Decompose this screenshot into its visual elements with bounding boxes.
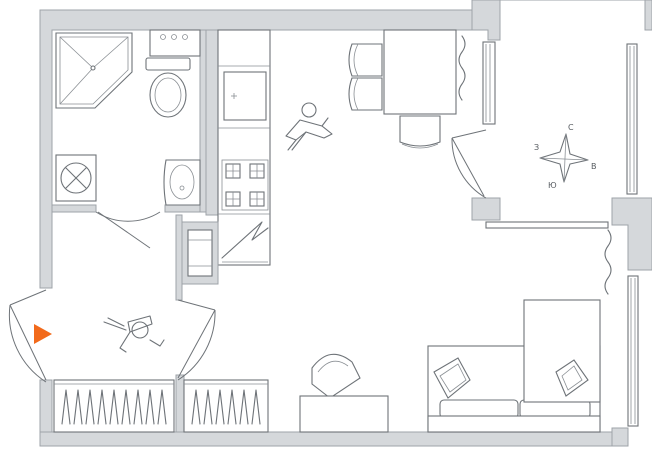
curtain-living bbox=[604, 229, 612, 295]
right-wall-bottom bbox=[611, 427, 629, 447]
outer-wall-bottom bbox=[39, 431, 613, 447]
outer-wall-left-bottom bbox=[39, 379, 53, 433]
chair-3 bbox=[399, 115, 441, 149]
compass-south: Ю bbox=[548, 181, 557, 190]
wardrobe-right bbox=[183, 379, 269, 433]
kitchen-sink bbox=[223, 71, 267, 121]
compass-east: В bbox=[591, 162, 597, 171]
cooktop bbox=[221, 159, 269, 211]
balcony-wall-divider bbox=[471, 197, 501, 221]
window-balcony-right bbox=[626, 43, 638, 195]
window-living-right bbox=[627, 275, 639, 427]
toilet bbox=[145, 57, 191, 118]
wardrobe-divider bbox=[175, 374, 185, 433]
chair-1 bbox=[348, 43, 383, 77]
walls bbox=[39, 0, 652, 447]
window-balcony-left bbox=[482, 41, 496, 125]
closet-wall bbox=[175, 214, 183, 301]
cushion-left bbox=[433, 357, 471, 399]
curtain-balcony bbox=[458, 35, 466, 101]
compass-north: С bbox=[568, 123, 574, 132]
bathroom-sink bbox=[149, 29, 201, 57]
shower-tray bbox=[55, 32, 133, 109]
bathroom-door bbox=[95, 211, 161, 249]
wash-basin bbox=[163, 159, 201, 206]
entrance-door-right bbox=[177, 299, 216, 379]
entrance bbox=[8, 289, 216, 383]
balcony-wall bbox=[472, 0, 652, 31]
bathroom-vertical-wall bbox=[199, 29, 207, 213]
dining-area bbox=[348, 29, 457, 149]
compass-west: З bbox=[534, 143, 539, 152]
dining-table bbox=[383, 29, 457, 115]
kitchen-counter bbox=[217, 29, 271, 266]
balcony-wall-lower bbox=[611, 197, 652, 271]
wardrobe-left bbox=[53, 379, 175, 433]
entry-arrow-icon bbox=[34, 324, 52, 344]
fridge-hatch bbox=[221, 221, 269, 259]
compass-rose-icon: С В Ю З bbox=[534, 123, 597, 190]
kitchen-wall bbox=[205, 29, 219, 216]
balcony-wall-left bbox=[471, 0, 501, 41]
cushion-right bbox=[555, 359, 589, 397]
kitchen bbox=[217, 29, 271, 266]
sofa bbox=[427, 299, 601, 433]
balcony-door bbox=[451, 129, 487, 199]
window-sill-balcony bbox=[485, 221, 609, 229]
person-entrance bbox=[103, 315, 165, 353]
bathroom bbox=[55, 29, 201, 249]
bathroom-partition bbox=[51, 204, 97, 213]
storage-closet bbox=[181, 221, 219, 285]
washing-machine bbox=[55, 154, 97, 202]
tv-stand bbox=[299, 395, 389, 433]
armchair bbox=[311, 353, 361, 399]
windows bbox=[458, 35, 639, 427]
person-kitchen bbox=[285, 102, 333, 151]
chair-2 bbox=[348, 77, 383, 111]
entrance-door-left bbox=[9, 289, 47, 381]
